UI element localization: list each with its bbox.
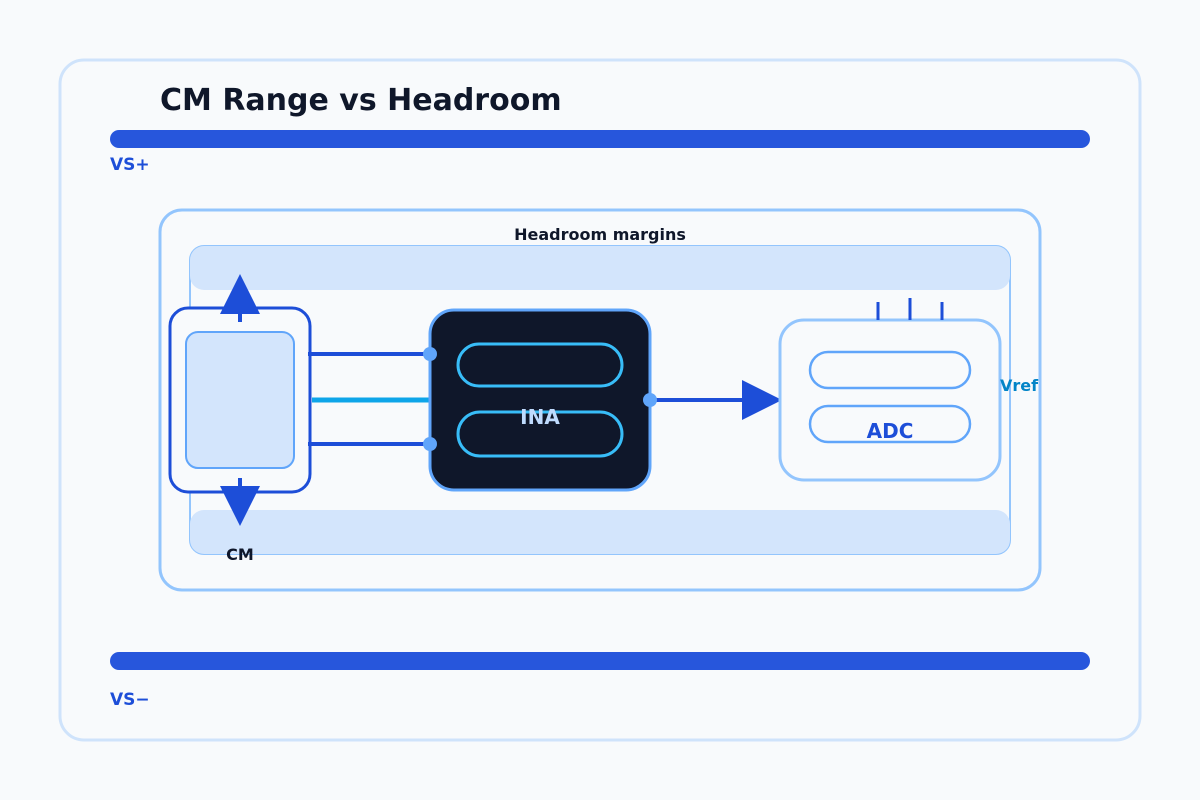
ina-inner-bottom bbox=[456, 410, 624, 458]
positive-rail-label: VS+ bbox=[110, 155, 150, 175]
headroom-label: Headroom margins bbox=[514, 225, 686, 244]
ina-input-node-bottom bbox=[423, 437, 437, 451]
adc-block bbox=[778, 318, 1002, 482]
adc-inner-bottom bbox=[808, 404, 972, 444]
ina-label: INA bbox=[520, 405, 560, 429]
bottom-headroom-band bbox=[190, 510, 1010, 554]
negative-rail-label: VS− bbox=[110, 690, 150, 710]
cm-label: CM bbox=[226, 545, 254, 564]
ina-output-node bbox=[643, 393, 657, 407]
page-title: CM Range vs Headroom bbox=[160, 83, 562, 118]
vref-label: Vref bbox=[1000, 376, 1039, 395]
ina-input-node-top bbox=[423, 347, 437, 361]
cm-source-inner bbox=[185, 331, 295, 469]
ina-block bbox=[428, 308, 652, 492]
adc-label: ADC bbox=[867, 419, 914, 443]
ina-inner-top bbox=[456, 342, 624, 388]
adc-inner-top bbox=[808, 350, 972, 390]
negative-rail bbox=[110, 652, 1090, 670]
top-headroom-band bbox=[190, 246, 1010, 290]
positive-rail bbox=[110, 130, 1090, 148]
